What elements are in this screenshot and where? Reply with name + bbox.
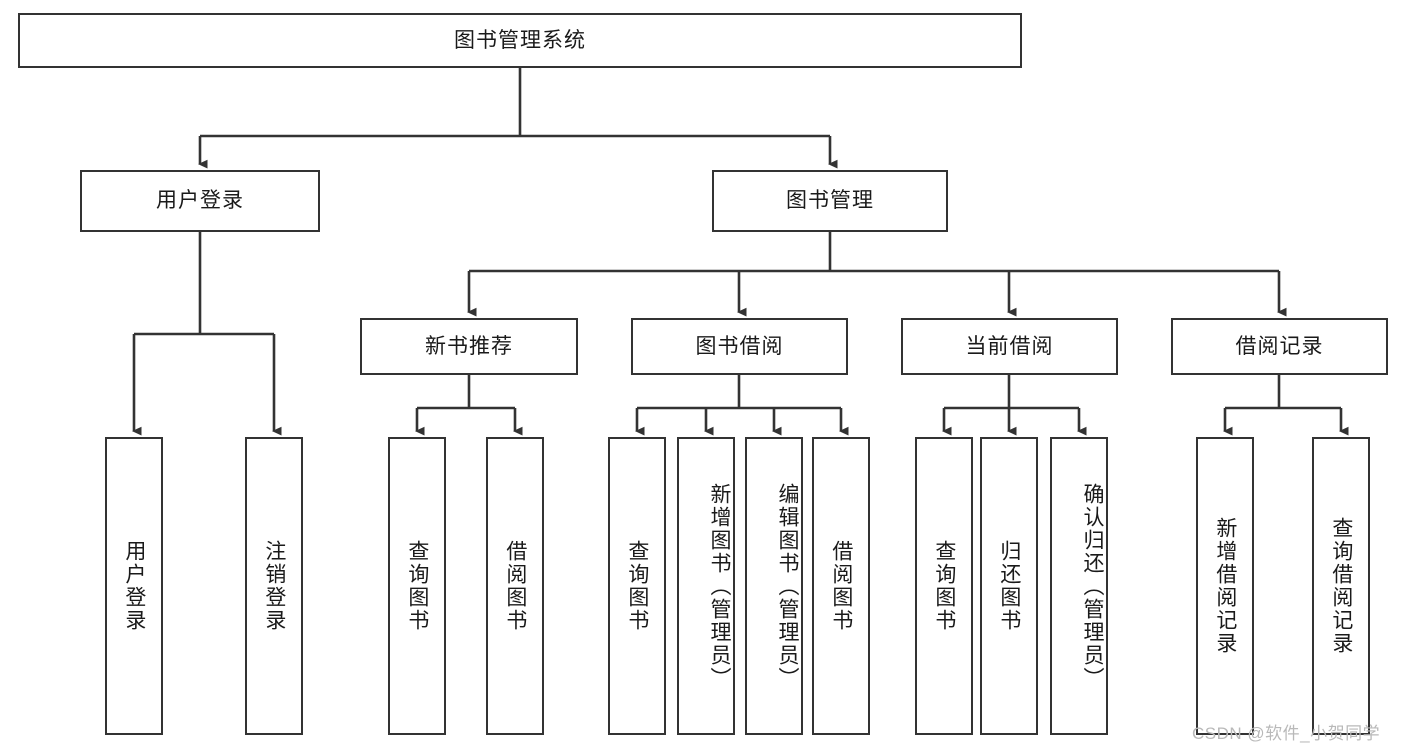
node-label: 新增借阅记录 bbox=[1213, 517, 1237, 655]
node-label: 新增图书（管理员） bbox=[708, 482, 731, 690]
node-label: 编辑图书（管理员） bbox=[776, 482, 799, 690]
node-label: 借阅图书 bbox=[829, 540, 853, 632]
node-label: 新书推荐 bbox=[425, 334, 513, 358]
node-label: 查询图书 bbox=[405, 540, 429, 632]
node-label: 查询图书 bbox=[625, 540, 649, 632]
node-label: 当前借阅 bbox=[965, 334, 1054, 358]
node-level3-3[interactable]: 借阅记录 bbox=[1171, 318, 1388, 375]
node-label: 图书借阅 bbox=[695, 334, 784, 358]
node-level2-1[interactable]: 图书管理 bbox=[712, 170, 948, 232]
node-level3-0[interactable]: 新书推荐 bbox=[360, 318, 578, 375]
node-leaf-12[interactable]: 查询借阅记录 bbox=[1312, 437, 1370, 735]
node-label: 用户登录 bbox=[156, 189, 244, 213]
node-level2-0[interactable]: 用户登录 bbox=[80, 170, 320, 232]
node-leaf-8[interactable]: 查询图书 bbox=[915, 437, 973, 735]
node-leaf-11[interactable]: 新增借阅记录 bbox=[1196, 437, 1254, 735]
node-label: 注销登录 bbox=[262, 540, 286, 632]
node-label: 确认归还（管理员） bbox=[1081, 482, 1104, 690]
node-leaf-5[interactable]: 新增图书（管理员） bbox=[677, 437, 735, 735]
node-label: 归还图书 bbox=[997, 540, 1021, 632]
node-leaf-4[interactable]: 查询图书 bbox=[608, 437, 666, 735]
node-root[interactable]: 图书管理系统 bbox=[18, 13, 1022, 68]
node-label: 图书管理 bbox=[786, 189, 874, 213]
node-leaf-2[interactable]: 查询图书 bbox=[388, 437, 446, 735]
watermark: CSDN @软件_小贺同学 bbox=[1192, 724, 1381, 743]
node-level3-1[interactable]: 图书借阅 bbox=[631, 318, 848, 375]
node-leaf-9[interactable]: 归还图书 bbox=[980, 437, 1038, 735]
node-leaf-0[interactable]: 用户登录 bbox=[105, 437, 163, 735]
node-label: 图书管理系统 bbox=[454, 28, 586, 52]
node-leaf-7[interactable]: 借阅图书 bbox=[812, 437, 870, 735]
node-label: 查询图书 bbox=[932, 540, 956, 632]
node-leaf-1[interactable]: 注销登录 bbox=[245, 437, 303, 735]
node-leaf-6[interactable]: 编辑图书（管理员） bbox=[745, 437, 803, 735]
node-label: 借阅记录 bbox=[1235, 334, 1324, 358]
node-label: 查询借阅记录 bbox=[1329, 517, 1353, 655]
node-leaf-3[interactable]: 借阅图书 bbox=[486, 437, 544, 735]
node-label: 借阅图书 bbox=[503, 540, 527, 632]
node-leaf-10[interactable]: 确认归还（管理员） bbox=[1050, 437, 1108, 735]
node-level3-2[interactable]: 当前借阅 bbox=[901, 318, 1118, 375]
node-label: 用户登录 bbox=[122, 540, 146, 632]
